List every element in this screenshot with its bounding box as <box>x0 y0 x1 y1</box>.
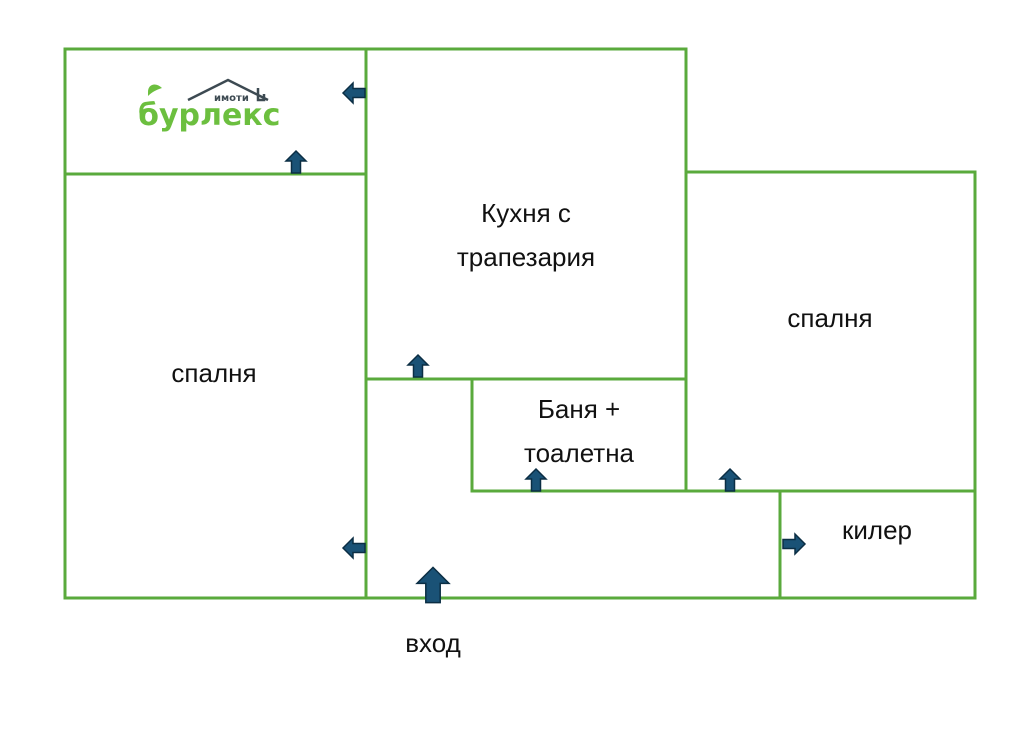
storage-wall <box>778 489 977 600</box>
kitchen-label-line2: трапезария <box>457 242 595 272</box>
door-arrow-kitchen-icon <box>406 353 430 378</box>
logo-tagline: имоти <box>214 93 249 104</box>
bedroom-left-wall <box>63 172 368 600</box>
door-arrow-bedroom-r-icon <box>718 467 742 492</box>
door-arrow-storage-icon <box>782 532 807 556</box>
logo-brand: бурлекс <box>138 98 280 133</box>
door-arrow-entry-left-icon <box>341 81 366 105</box>
door-arrow-bedroom-l-icon <box>341 536 366 560</box>
door-arrow-bathroom-icon <box>524 467 548 492</box>
room-labels: Кухня с трапезария спалня спалня Баня + … <box>171 198 912 658</box>
entrance-arrow-icon <box>415 566 451 604</box>
bedroom-left-label: спалня <box>171 358 256 388</box>
bathroom-label-line2: тоалетна <box>524 438 635 468</box>
house-roof-icon <box>187 78 269 102</box>
door-arrows <box>284 81 807 604</box>
bedroom-right-label: спалня <box>787 303 872 333</box>
burleks-logo: имоти бурлекс <box>138 78 280 133</box>
door-arrow-entry-up-icon <box>284 149 308 174</box>
entrance-label: вход <box>405 628 461 658</box>
bathroom-label-line1: Баня + <box>538 394 620 424</box>
storage-label: килер <box>842 515 912 545</box>
leaf-icon <box>148 84 162 96</box>
kitchen-label-line1: Кухня с <box>481 198 571 228</box>
